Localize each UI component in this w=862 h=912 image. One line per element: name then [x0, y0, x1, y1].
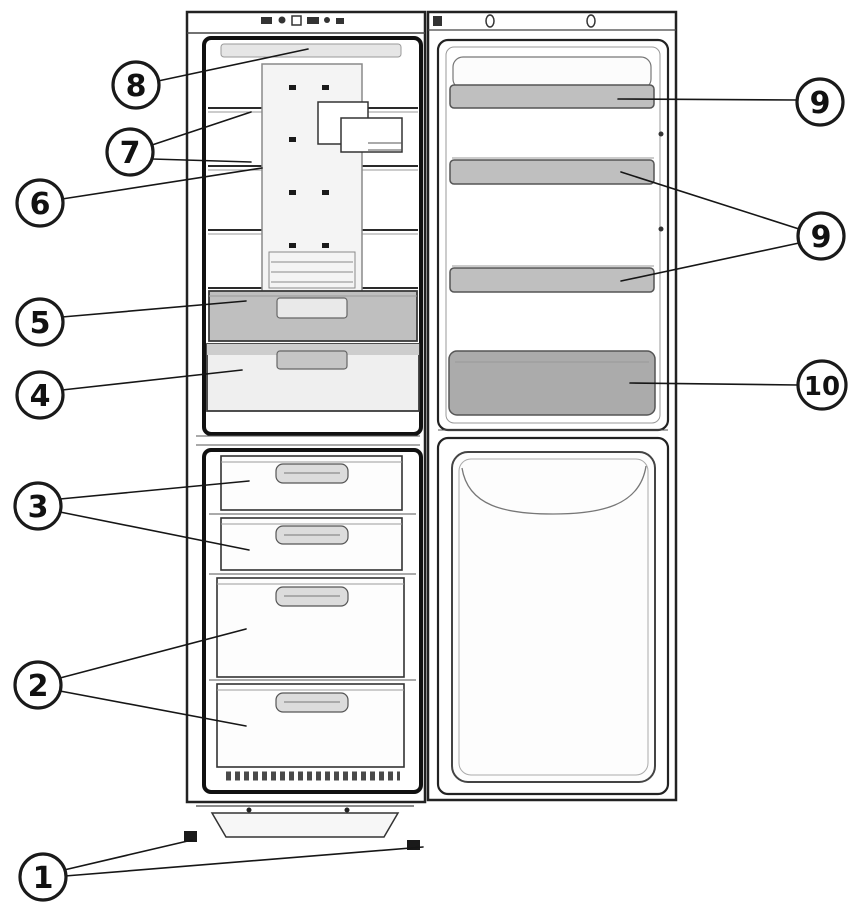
callout-circle: [796, 211, 846, 261]
callout-6: 6: [15, 178, 65, 228]
callout-circle: [15, 370, 65, 420]
callout-circle: [15, 178, 65, 228]
freezer-drawer-lower-1: [216, 577, 405, 678]
leader-9-mid-b: [620, 242, 800, 282]
leader-5: [61, 300, 247, 318]
callout-circle: [795, 77, 845, 127]
leader-9-top: [617, 98, 798, 101]
crisper-drawer: [206, 343, 420, 412]
freezer-rails: [209, 513, 416, 681]
callout-1: 1: [18, 852, 68, 902]
callout-10: 10: [796, 359, 848, 411]
door-screw-left: [485, 14, 495, 28]
leader-2a: [59, 628, 247, 679]
leader-1b: [64, 846, 424, 877]
callout-label: 1: [33, 861, 54, 896]
callout-8: 8: [111, 60, 161, 110]
callout-4: 4: [15, 370, 65, 420]
door-lower-recess: [451, 451, 656, 783]
freezer-drawer-upper-1: [220, 455, 403, 511]
door-lower-molding-curve: [461, 465, 647, 515]
callout-2: 2: [13, 660, 63, 710]
callout-label: 8: [126, 69, 147, 104]
crisper-drawer-handle: [276, 350, 348, 370]
door-shelf-middle-2: [449, 265, 655, 293]
callout-label: 4: [30, 379, 51, 414]
callout-label: 9: [810, 86, 831, 121]
refrigerator-cabinet: [184, 10, 427, 850]
callout-label: 7: [120, 136, 141, 171]
callout-label: 3: [28, 490, 49, 525]
chiller-drawer-handle: [276, 297, 348, 319]
door-lower-recess-inner: [458, 458, 649, 776]
interior-light-cover: [220, 43, 402, 58]
right-foot: [407, 840, 420, 850]
leader-6: [61, 167, 263, 200]
kick-plate: [210, 812, 400, 838]
chiller-drawer: [208, 290, 418, 342]
leader-4: [61, 369, 243, 391]
refrigerator-door: [426, 10, 678, 802]
callout-3: 3: [13, 481, 63, 531]
freezer-drawer-upper-2: [220, 517, 403, 571]
door-pin-2: [658, 226, 664, 232]
rear-panel: [261, 63, 363, 295]
leader-1a: [63, 839, 193, 871]
base-and-feet: [184, 805, 420, 850]
door-shelf-middle-1: [449, 157, 655, 185]
thermostat-control-detail: [317, 101, 403, 153]
callout-label: 5: [30, 306, 51, 341]
callout-circle: [796, 359, 848, 411]
rear-grille: [268, 251, 356, 289]
callout-circle: [15, 297, 65, 347]
left-foot: [184, 831, 197, 842]
callout-circle: [13, 481, 63, 531]
callout-label: 9: [811, 220, 832, 255]
callout-circle: [111, 60, 161, 110]
callout-circle: [13, 660, 63, 710]
leader-7b: [151, 158, 252, 163]
callout-circle: [105, 127, 155, 177]
leader-7a: [151, 111, 252, 146]
leader-2b: [59, 690, 247, 727]
callouts: 8 7 6 5 4 3 2 1: [13, 60, 848, 902]
door-shelf-top: [449, 56, 655, 109]
door-hinge-mark: [433, 16, 442, 26]
callout-7: 7: [105, 127, 155, 177]
leader-8: [157, 48, 309, 82]
control-panel-icons: [261, 15, 344, 26]
leader-3a: [59, 480, 250, 500]
freezer-drawer-lower-2: [216, 683, 405, 768]
leader-10: [629, 382, 799, 386]
leader-lines: [59, 48, 800, 877]
callout-circle: [18, 852, 68, 902]
callout-label: 6: [30, 187, 51, 222]
callout-9-top: 9: [795, 77, 845, 127]
callout-label: 2: [28, 669, 49, 704]
door-pin-1: [658, 131, 664, 137]
callout-9-mid: 9: [796, 211, 846, 261]
door-screw-right: [586, 14, 596, 28]
door-upper-panel-inner: [445, 46, 661, 424]
leader-9-mid-a: [620, 171, 800, 230]
callout-label: 10: [804, 372, 840, 402]
door-bottle-shelf: [448, 350, 656, 416]
callout-5: 5: [15, 297, 65, 347]
leader-3b: [59, 511, 250, 551]
